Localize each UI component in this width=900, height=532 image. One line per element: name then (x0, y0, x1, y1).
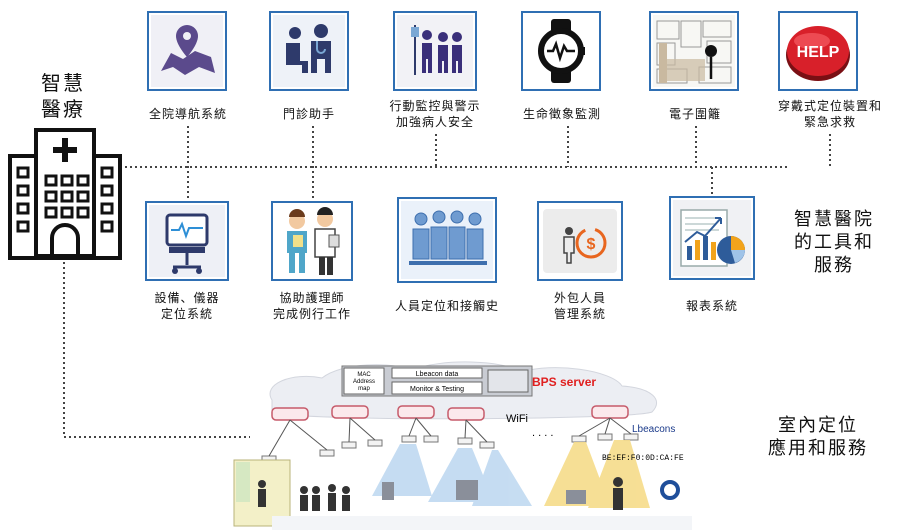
bottom-label-nurse: 協助護理師 完成例行工作 (248, 290, 376, 322)
bps-server-label: BPS server (532, 375, 596, 389)
smartwatch-icon (538, 19, 585, 83)
lbeacon-data-label: Lbeacon data (416, 371, 459, 378)
indoor-positioning-label: 室內定位 應用和服務 (736, 414, 900, 460)
bottom-label-outsourced: 外包人員 管理系統 (520, 290, 640, 322)
nurse-doctor-icon (287, 207, 340, 275)
mac-line-1: MAC (357, 372, 371, 378)
top-label-navigation: 全院導航系統 (148, 107, 227, 121)
report-system-card[interactable] (669, 196, 755, 280)
tools-services-line1: 智慧醫院 (794, 209, 874, 230)
top-label-monitoring-line1: 行動監控與警示 (389, 99, 481, 113)
bottom-label-outsourced-line1: 外包人員 (553, 291, 606, 305)
navigation-card[interactable] (147, 11, 227, 91)
top-label-monitoring: 行動監控與警示 加強病人安全 (370, 98, 500, 130)
top-label-geofence: 電子圍籬 (668, 107, 721, 121)
title: 智慧 醫療 (30, 70, 96, 122)
medical-monitor-icon (149, 205, 225, 277)
lbeacons-label: Lbeacons (632, 424, 675, 435)
wearable-help-card[interactable]: HELP (778, 11, 858, 91)
top-label-vitals: 生命徵象監測 (522, 107, 601, 121)
tools-services-label: 智慧醫院 的工具和 服務 (774, 208, 894, 277)
bottom-label-equipment-line1: 設備、儀器 (154, 291, 220, 305)
bottom-label-nurse-line1: 協助護理師 (279, 291, 345, 305)
indoor-network-illustration: MAC Address map Lbeacon data Monitor & T… (233, 361, 692, 530)
top-label-wearable-line2: 緊急求救 (803, 115, 856, 129)
bottom-label-equipment-line2: 定位系統 (160, 307, 213, 321)
vital-signs-card[interactable] (521, 11, 601, 91)
hospital-building-icon (8, 128, 122, 260)
mac-address-label: BE:EF:F0:0D:CA:FE (602, 454, 684, 463)
people-positioning-card[interactable] (397, 197, 497, 283)
top-label-wearable: 穿戴式定位裝置和 緊急求救 (760, 98, 900, 130)
ellipsis-label: . . . . (532, 427, 553, 439)
bottom-label-outsourced-line2: 管理系統 (553, 307, 606, 321)
indoor-positioning-line1: 室內定位 (778, 415, 858, 436)
svg-text:HELP: HELP (797, 44, 840, 61)
doctor-patient-icon (273, 15, 345, 87)
svg-text:$: $ (587, 236, 596, 253)
nurse-assist-card[interactable] (271, 201, 353, 281)
mobile-monitoring-card[interactable] (393, 11, 477, 91)
tools-services-line3: 服務 (814, 255, 854, 276)
mac-line-2: Address (353, 379, 375, 385)
equipment-card[interactable] (145, 201, 229, 281)
mac-line-3: map (358, 386, 370, 392)
bottom-label-equipment: 設備、儀器 定位系統 (125, 290, 249, 322)
indoor-positioning-line2: 應用和服務 (768, 438, 868, 459)
monitor-testing-label: Monitor & Testing (410, 386, 464, 393)
wifi-label: WiFi (506, 413, 528, 425)
tools-services-line2: 的工具和 (794, 232, 874, 253)
outsourced-staff-card[interactable]: $ (537, 201, 623, 281)
report-chart-icon (673, 200, 751, 276)
patients-iv-icon (397, 15, 473, 87)
top-label-wearable-line1: 穿戴式定位裝置和 (777, 99, 882, 113)
title-line-1: 智慧 (41, 71, 85, 95)
bottom-label-nurse-line2: 完成例行工作 (272, 307, 351, 321)
bottom-label-report: 報表系統 (685, 299, 738, 313)
top-label-outpatient: 門診助手 (282, 107, 335, 121)
title-line-2: 醫療 (41, 97, 85, 121)
worker-money-icon: $ (543, 209, 617, 273)
top-label-monitoring-line2: 加強病人安全 (395, 115, 474, 129)
outpatient-assistant-card[interactable] (269, 11, 349, 91)
bottom-label-people: 人員定位和接觸史 (394, 299, 499, 313)
help-button-icon: HELP (786, 26, 850, 81)
geofence-card[interactable] (649, 11, 739, 91)
floorplan-pin-icon (653, 15, 735, 87)
map-pin-icon (151, 15, 223, 87)
people-group-icon (401, 201, 493, 279)
